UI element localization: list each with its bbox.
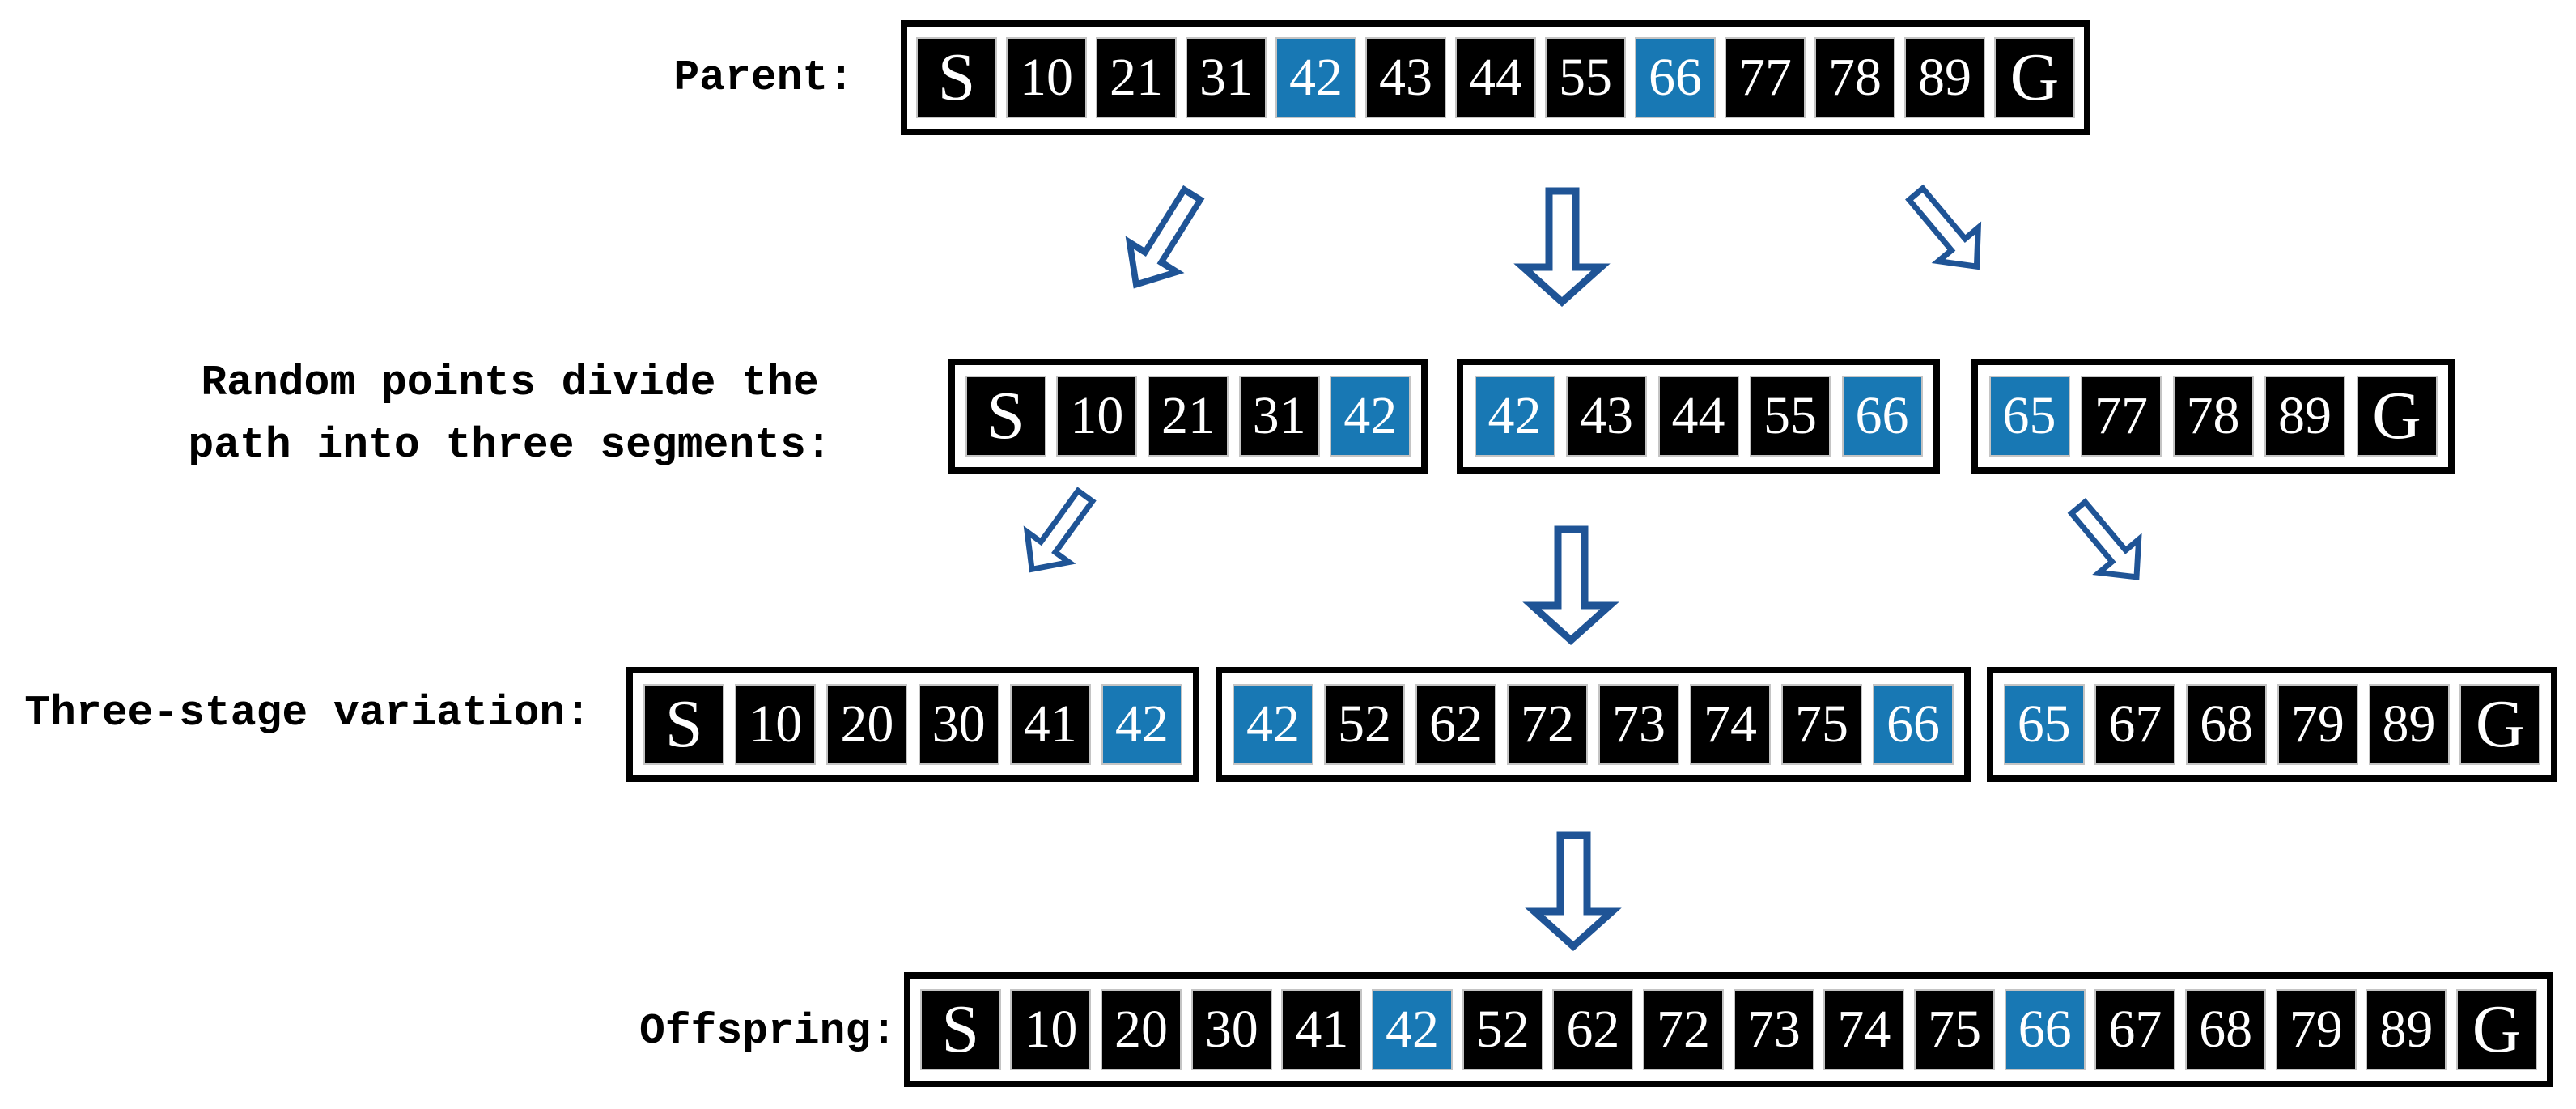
path-cell: 31 [1186, 37, 1267, 118]
path-cell: 75 [1781, 684, 1862, 765]
path-cell: 42 [1474, 376, 1555, 457]
offspring-label: Offspring: [639, 1007, 897, 1056]
path-cell: 30 [918, 684, 999, 765]
path-cell: 43 [1566, 376, 1647, 457]
path-cell: 62 [1415, 684, 1496, 765]
path-cell: 44 [1455, 37, 1536, 118]
path-cell: 89 [2368, 684, 2450, 765]
path-cell: 78 [1814, 37, 1895, 118]
down-arrow-icon [1513, 187, 1611, 308]
path-cell: 68 [2186, 684, 2268, 765]
path-cell: 10 [1010, 989, 1092, 1070]
path-cell: 68 [2185, 989, 2267, 1070]
path-cell: 73 [1598, 684, 1679, 765]
path-cell: 79 [2275, 989, 2357, 1070]
path-cell: 20 [1101, 989, 1182, 1070]
path-cell: 65 [2003, 684, 2085, 765]
path-cell: 41 [1281, 989, 1363, 1070]
path-cell: 74 [1690, 684, 1771, 765]
variation-label: Three-stage variation: [24, 689, 591, 737]
path-cell: 72 [1643, 989, 1725, 1070]
path-cell: 30 [1190, 989, 1272, 1070]
path-cell: 66 [1635, 37, 1716, 118]
path-cell: 65 [1988, 376, 2070, 457]
path-cell: 78 [2172, 376, 2254, 457]
down-right-arrow-icon [2055, 487, 2161, 598]
down-right-arrow-icon [1892, 173, 2001, 287]
path-cell: 89 [2264, 376, 2345, 457]
path-cell: 74 [1823, 989, 1905, 1070]
path-cell: 67 [2094, 989, 2176, 1070]
path-cell: 10 [1006, 37, 1087, 118]
path-cell: S [916, 37, 997, 118]
path-cell: 43 [1365, 37, 1446, 118]
path-cell: 52 [1324, 684, 1405, 765]
path-cell: 79 [2277, 684, 2358, 765]
path-cell: 10 [1056, 376, 1138, 457]
path-cell: 10 [735, 684, 817, 765]
parent-label: Parent: [673, 53, 854, 102]
path-cell: G [2356, 376, 2438, 457]
path-cell: 66 [1841, 376, 1923, 457]
down-left-arrow-icon [1007, 477, 1110, 588]
path-cell: G [2459, 684, 2541, 765]
path-cell: 66 [2004, 989, 2086, 1070]
path-cell: 62 [1552, 989, 1634, 1070]
path-cell: 66 [1873, 684, 1954, 765]
path-cell: 21 [1096, 37, 1177, 118]
path-cell: 20 [826, 684, 908, 765]
path-cell: 31 [1238, 376, 1320, 457]
path-cell: 42 [1372, 989, 1454, 1070]
path-cell: 73 [1733, 989, 1814, 1070]
path-cell: 42 [1101, 684, 1182, 765]
path-cell: S [643, 684, 725, 765]
path-cell: 42 [1330, 376, 1411, 457]
path-cell: 41 [1009, 684, 1091, 765]
path-cell: 44 [1657, 376, 1739, 457]
path-cell: 77 [1725, 37, 1806, 118]
path-cell: 89 [1904, 37, 1985, 118]
segments-label-line2: path into three segments: [188, 421, 832, 470]
path-cell: 52 [1462, 989, 1543, 1070]
path-cell: 72 [1507, 684, 1588, 765]
path-cell: 67 [2094, 684, 2176, 765]
path-cell: G [2456, 989, 2538, 1070]
down-arrow-icon [1522, 525, 1619, 646]
path-cell: 55 [1545, 37, 1626, 118]
path-cell: 42 [1233, 684, 1313, 765]
segments-label-line1: Random points divide the [201, 359, 819, 407]
down-arrow-icon [1525, 831, 1622, 952]
path-cell: G [1994, 37, 2075, 118]
path-cell: 77 [2081, 376, 2162, 457]
path-cell: S [965, 376, 1046, 457]
path-cell: 55 [1750, 376, 1831, 457]
path-cell: 42 [1275, 37, 1356, 118]
down-left-arrow-icon [1109, 176, 1220, 304]
path-cell: S [919, 989, 1001, 1070]
path-cell: 75 [1914, 989, 1996, 1070]
segments-label: Random points divide the path into three… [105, 352, 915, 477]
path-cell: 21 [1147, 376, 1229, 457]
path-cell: 89 [2366, 989, 2447, 1070]
